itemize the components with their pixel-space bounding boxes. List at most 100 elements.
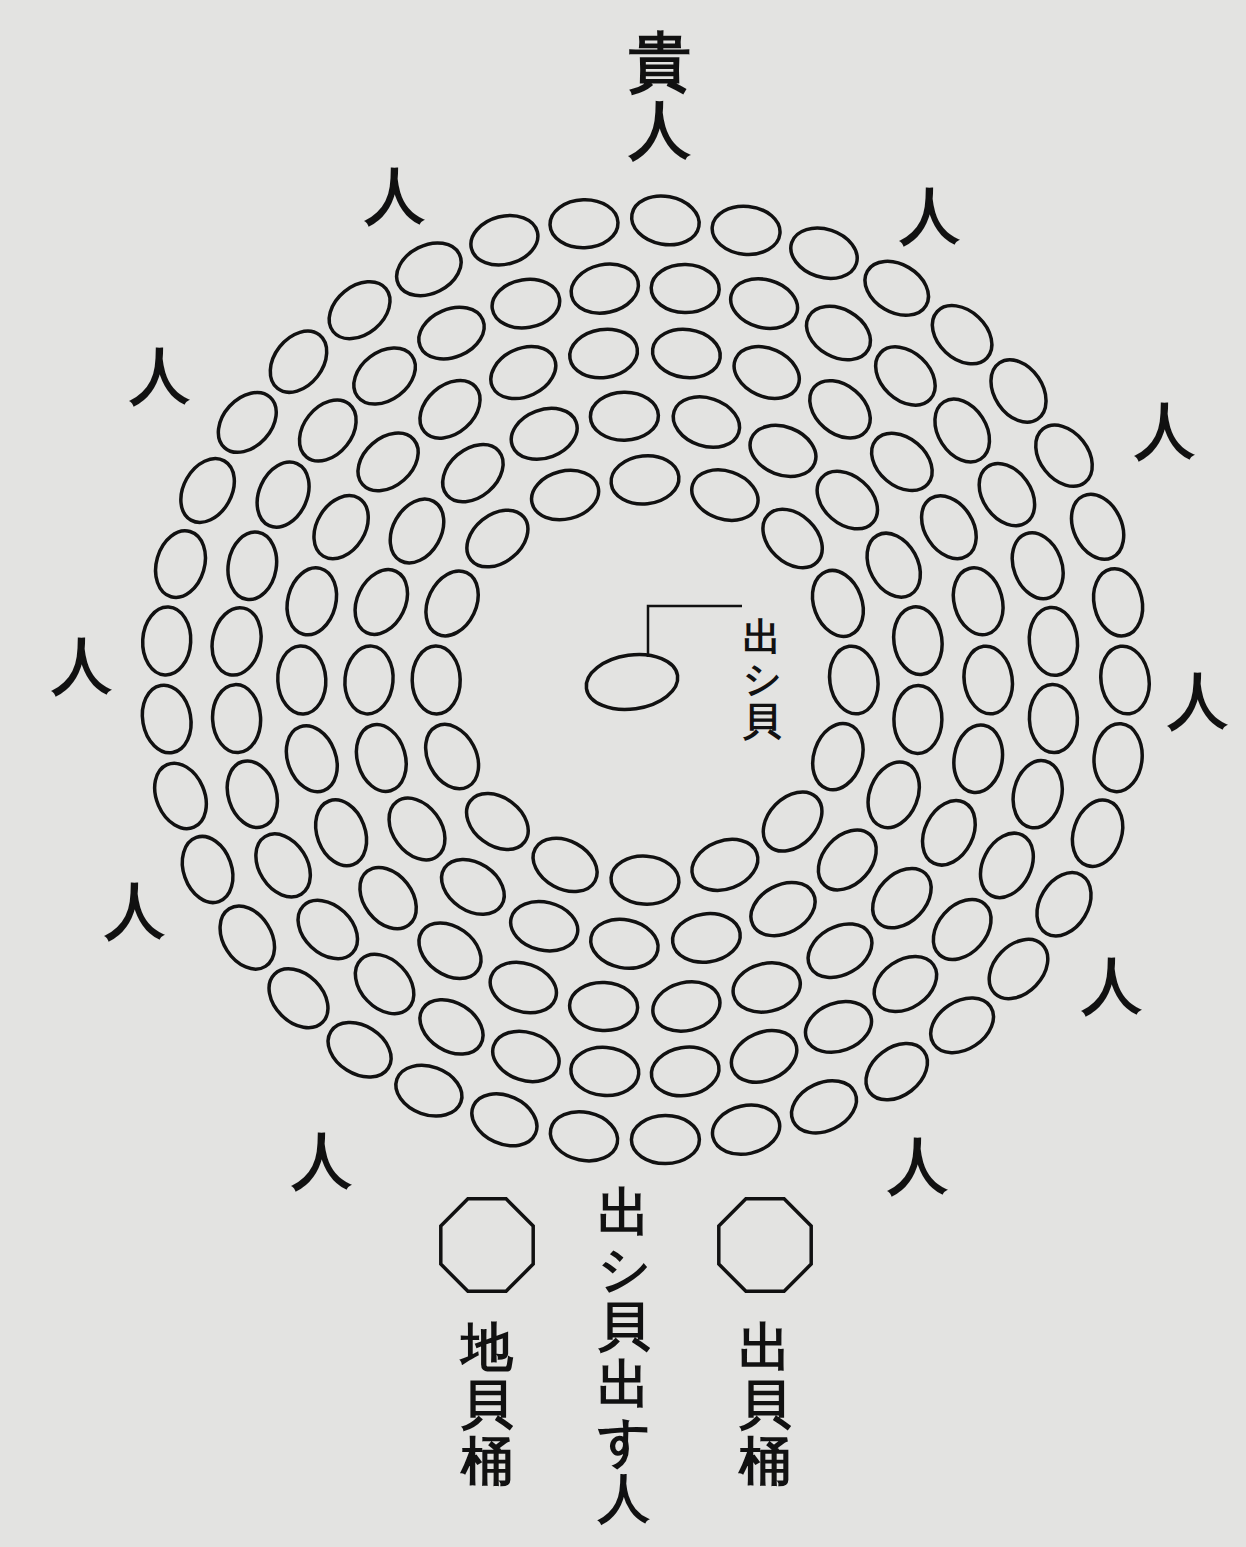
shell [922, 888, 1003, 971]
shell [288, 389, 368, 472]
shell [912, 792, 985, 874]
shell [170, 449, 245, 532]
shell [856, 524, 931, 607]
shell [259, 320, 339, 403]
person-label: 人 [1082, 952, 1142, 1018]
shell [726, 337, 808, 409]
shell [276, 645, 327, 715]
shell [946, 562, 1010, 640]
shell [344, 943, 426, 1025]
shell [1061, 486, 1133, 568]
shell [799, 369, 882, 450]
shell [921, 294, 1003, 376]
shell [209, 896, 286, 979]
ground-shell-tub [441, 1199, 533, 1291]
shell [345, 561, 418, 643]
shell [970, 824, 1044, 906]
shell [349, 719, 414, 798]
shell [1026, 863, 1102, 946]
shell [145, 755, 216, 836]
shell [1003, 526, 1072, 607]
shell [855, 250, 938, 326]
shell [889, 604, 946, 678]
shell [949, 721, 1007, 796]
shell-rings [137, 191, 1153, 1167]
shell [409, 369, 492, 450]
shell [465, 208, 543, 271]
shell [526, 464, 603, 527]
shell [752, 780, 834, 862]
shell [415, 715, 489, 797]
shell [219, 755, 285, 834]
shell [137, 681, 196, 756]
shell [710, 203, 782, 258]
shell [456, 782, 539, 861]
shell [524, 828, 607, 903]
issued-shell-tub [719, 1199, 811, 1291]
shell [223, 528, 282, 603]
person-label: 人 [365, 162, 425, 228]
shell [864, 335, 946, 417]
shell [389, 1057, 469, 1125]
shell [569, 1045, 640, 1098]
shell [910, 486, 987, 569]
shell [410, 989, 493, 1066]
shell [483, 954, 563, 1022]
shell [1091, 722, 1145, 794]
shell [141, 606, 193, 676]
shell [864, 945, 947, 1023]
noble-label: 貴人 [629, 28, 691, 164]
person-label: 人 [1135, 397, 1195, 463]
shell [569, 981, 639, 1032]
shell [489, 274, 564, 332]
shell [590, 392, 659, 441]
shell [566, 258, 643, 319]
person-label: 人 [900, 182, 960, 248]
tub-label: 出貝桶 [739, 1318, 791, 1490]
shell [921, 987, 1004, 1064]
shell [804, 717, 871, 797]
person-label: 人 [130, 342, 190, 408]
shell [723, 1021, 804, 1092]
shell [783, 1071, 865, 1143]
shell [456, 498, 539, 578]
shell [257, 957, 339, 1039]
shell [342, 644, 396, 716]
shell [784, 220, 864, 287]
person-label: 人 [105, 877, 165, 943]
shell [482, 336, 564, 408]
shell [506, 895, 583, 958]
shell-label: 出シ貝 [743, 616, 781, 741]
shell [980, 349, 1058, 432]
shell [378, 787, 457, 870]
shell [651, 264, 720, 314]
shell [806, 460, 889, 541]
shell [431, 433, 514, 514]
shell [861, 857, 943, 939]
shell [546, 1106, 622, 1167]
shell [347, 421, 430, 502]
shell [1007, 756, 1069, 833]
shell [504, 399, 585, 468]
shell [667, 389, 747, 456]
shell [174, 829, 242, 909]
shell [566, 325, 640, 383]
shell [307, 793, 376, 874]
shell [825, 643, 882, 717]
shell [348, 857, 428, 940]
shell [1026, 605, 1081, 678]
shell [1064, 793, 1131, 873]
shell [207, 381, 288, 464]
tub-label: 地貝桶 [461, 1318, 513, 1490]
shell [708, 1099, 785, 1161]
person-label: 人 [292, 1127, 352, 1193]
shell [650, 325, 724, 382]
shell [247, 454, 319, 536]
shell [859, 754, 929, 835]
shell [743, 416, 824, 485]
shell [1024, 414, 1104, 497]
shell [855, 1032, 938, 1111]
shell [751, 498, 833, 580]
shell [411, 298, 492, 369]
shell [412, 646, 461, 715]
